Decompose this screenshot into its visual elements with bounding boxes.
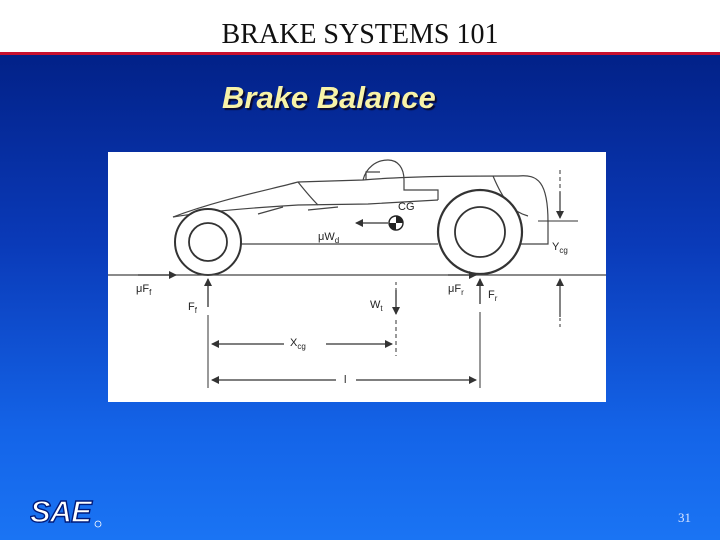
header-title: BRAKE SYSTEMS 101 bbox=[221, 19, 499, 50]
header-bar: BRAKE SYSTEMS 101 bbox=[0, 0, 720, 52]
cg-label: CG bbox=[398, 201, 415, 213]
svg-text:μWd: μWd bbox=[318, 231, 339, 245]
weight-label: W bbox=[370, 299, 381, 311]
svg-text:Ff: Ff bbox=[188, 301, 198, 315]
header-divider bbox=[0, 52, 720, 55]
rear-wheel bbox=[436, 188, 524, 276]
front-brake-force-label: μF bbox=[136, 283, 149, 295]
inertia-force-subscript: d bbox=[335, 236, 339, 245]
front-brake-force-subscript: f bbox=[149, 288, 152, 297]
svg-text:Xcg: Xcg bbox=[290, 337, 306, 351]
front-wheel bbox=[174, 208, 242, 276]
diagram-svg: CG μWd Wt μFf Ff μFr Fr Ycg X bbox=[108, 159, 606, 388]
svg-text:Wt: Wt bbox=[370, 299, 383, 313]
weight-subscript: t bbox=[380, 304, 383, 313]
xcg-label: X bbox=[290, 337, 298, 349]
front-normal-force-subscript: f bbox=[195, 306, 198, 315]
svg-text:Ycg: Ycg bbox=[552, 241, 568, 255]
page-number: 31 bbox=[678, 510, 691, 525]
slide-title: Brake Balance bbox=[222, 80, 436, 115]
brake-balance-diagram: CG μWd Wt μFf Ff μFr Fr Ycg X bbox=[108, 152, 606, 402]
cg-symbol bbox=[388, 215, 404, 231]
svg-text:μFr: μFr bbox=[448, 283, 464, 297]
rear-brake-force-subscript: r bbox=[461, 288, 464, 297]
inertia-force-label: μW bbox=[318, 231, 335, 243]
ycg-subscript: cg bbox=[559, 246, 567, 255]
car-body bbox=[172, 159, 549, 245]
wheelbase-label: l bbox=[344, 374, 346, 386]
sae-logo-text: SAE bbox=[30, 494, 93, 528]
sae-logo: SAE bbox=[29, 493, 102, 530]
svg-text:μFf: μFf bbox=[136, 283, 152, 297]
front-normal-force-label: F bbox=[188, 301, 195, 313]
rear-brake-force-label: μF bbox=[448, 283, 461, 295]
ycg-label: Y bbox=[552, 241, 560, 253]
svg-text:Fr: Fr bbox=[488, 289, 498, 303]
rear-normal-force-subscript: r bbox=[495, 294, 498, 303]
xcg-subscript: cg bbox=[297, 342, 305, 351]
rear-normal-force-label: F bbox=[488, 289, 495, 301]
